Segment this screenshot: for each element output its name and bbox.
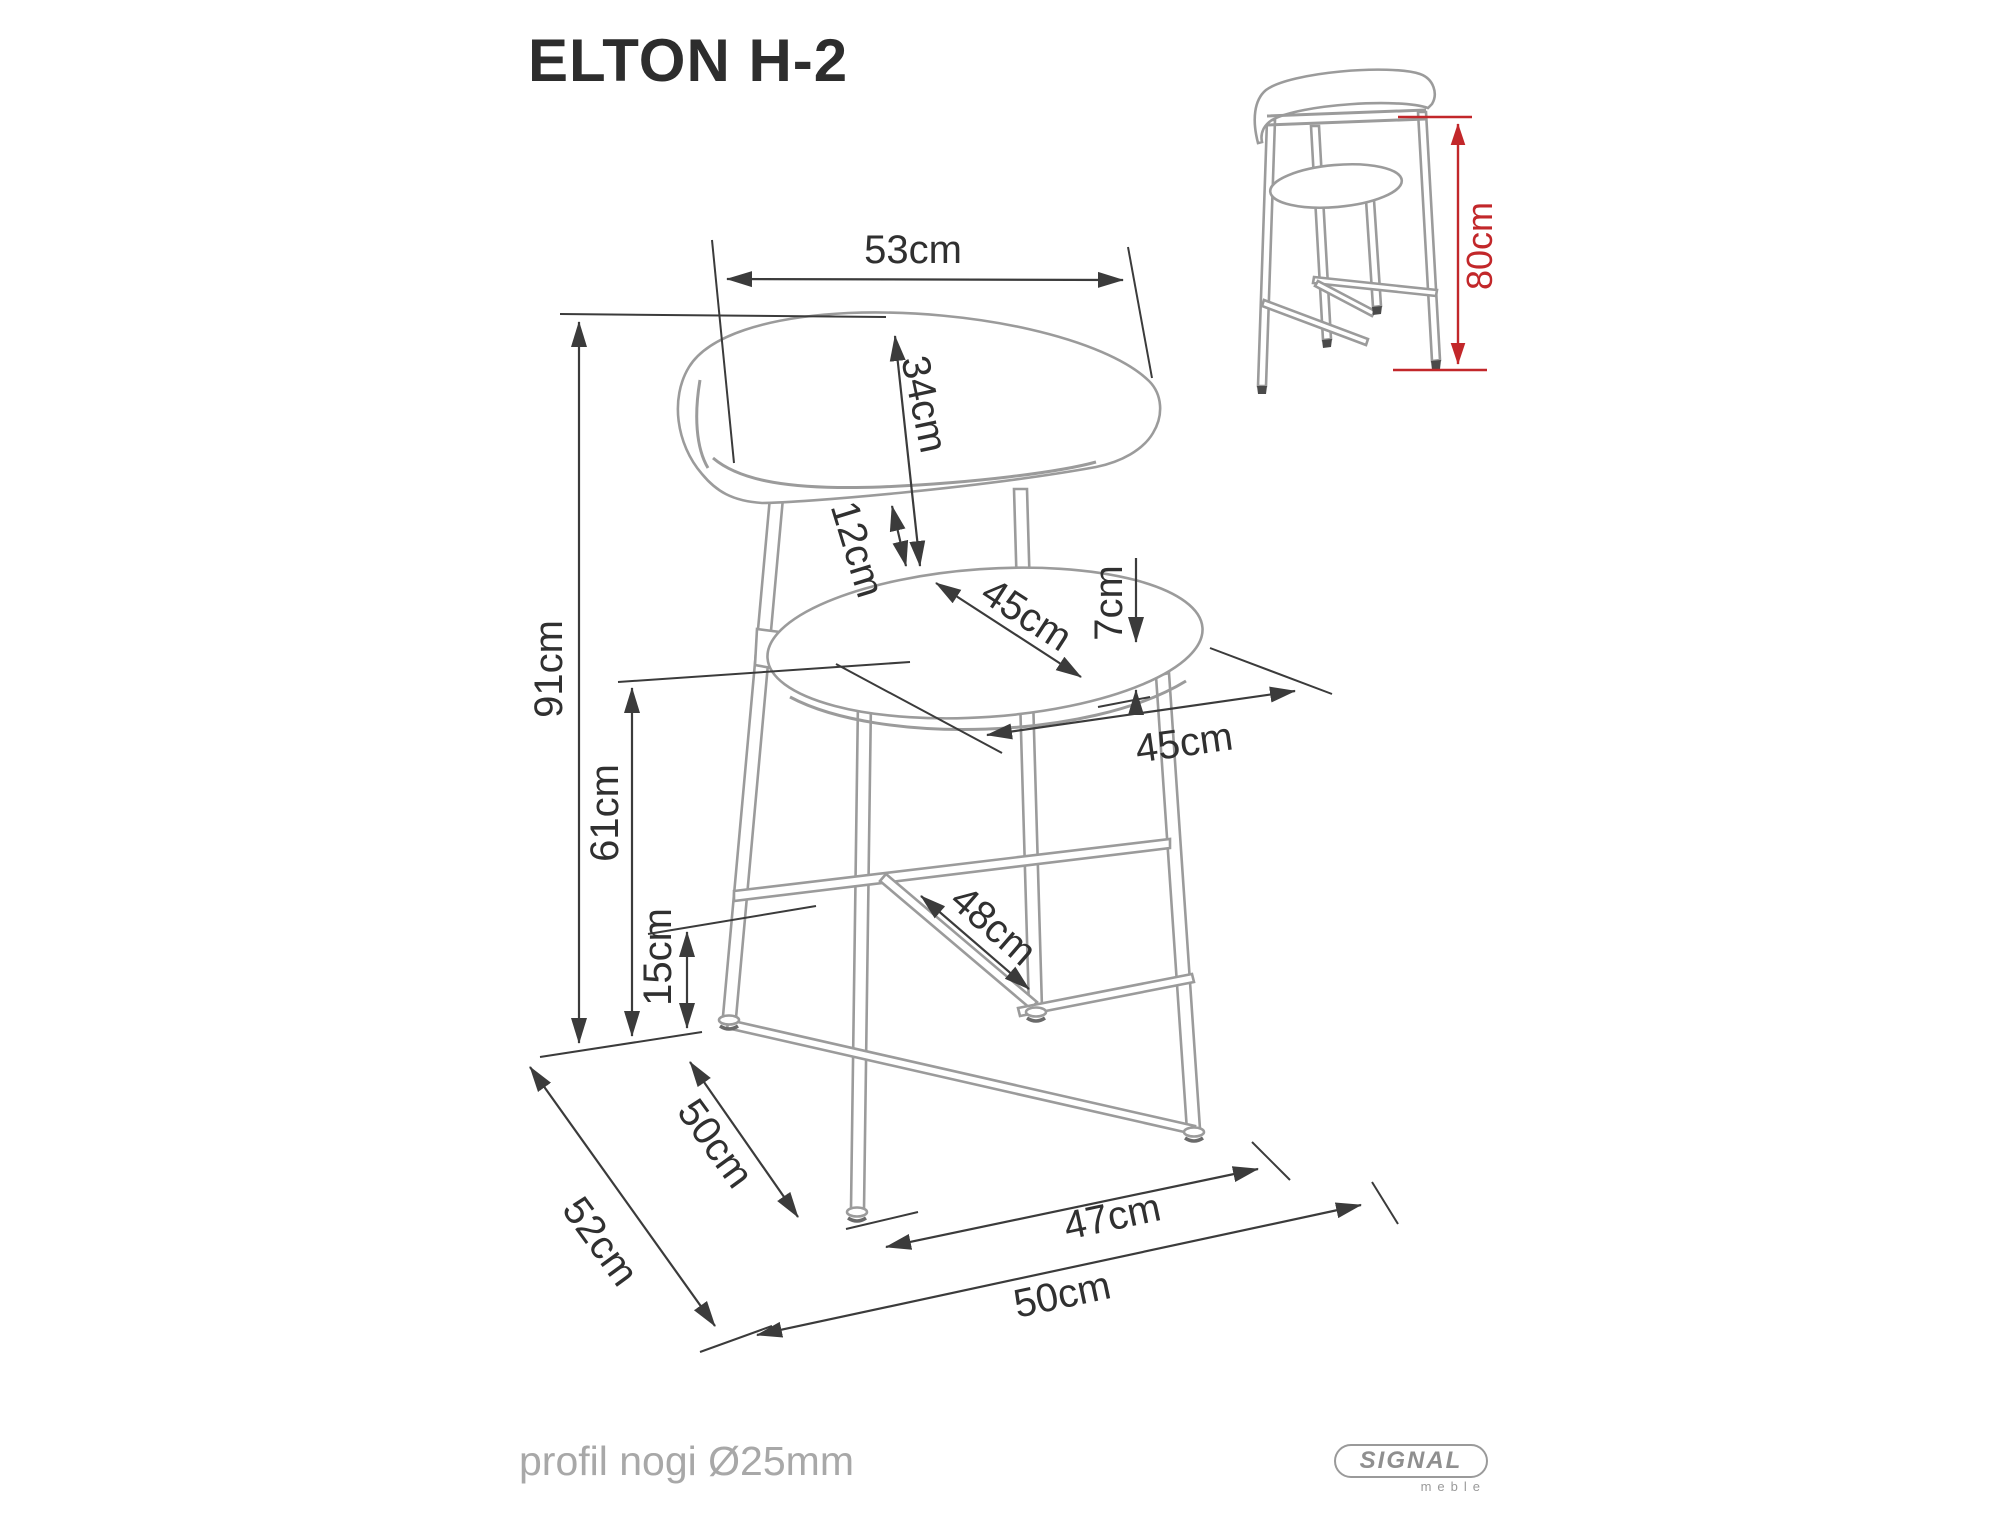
front-left-leg xyxy=(849,698,873,1212)
dimension-base-width: 50cm xyxy=(756,1202,1362,1338)
sv-back-left-leg xyxy=(1256,118,1277,388)
dimension-footrest-height: 15cm xyxy=(636,908,695,1029)
lower-cross-bar xyxy=(725,1018,1197,1136)
backrest-left-fold xyxy=(695,379,710,469)
sv-footrest-brace xyxy=(1313,279,1377,318)
dim-label-seat-height: 61cm xyxy=(583,764,627,862)
dimension-backrest-width: 53cm xyxy=(726,228,1124,288)
sv-backrest xyxy=(1253,68,1436,145)
dim-label-seat-thickness: 7cm xyxy=(1087,565,1131,641)
dim-label-base-width: 50cm xyxy=(1010,1263,1115,1326)
lower-right-bar xyxy=(1016,972,1196,1018)
dimension-seat-depth: 50cm xyxy=(669,1061,799,1218)
side-view-drawing xyxy=(1253,68,1442,394)
sv-foot-caps xyxy=(1257,306,1441,394)
dim-label-backrest-seat-gap: 12cm xyxy=(822,496,893,602)
seat xyxy=(766,566,1204,720)
dim-label-base-width-inner: 47cm xyxy=(1060,1185,1165,1248)
brand-name: SIGNAL xyxy=(1359,1447,1463,1474)
sv-front-left-leg xyxy=(1309,124,1333,342)
footrest-bar xyxy=(732,837,1172,903)
extension-lines xyxy=(539,239,1399,1353)
dim-label-backrest-width: 53cm xyxy=(864,228,962,272)
dim-label-sideview-height: 80cm xyxy=(1459,202,1500,290)
brand-tagline: meble xyxy=(1420,1479,1486,1494)
sv-back-right-leg xyxy=(1416,110,1442,363)
brand-logo: SIGNAL meble xyxy=(1334,1444,1494,1494)
dim-label-overall-depth: 52cm xyxy=(554,1189,647,1294)
dim-label-seat-width: 45cm xyxy=(1133,714,1236,771)
page-title: ELTON H-2 xyxy=(528,27,849,94)
sv-backrest-rail xyxy=(1266,108,1427,127)
dimension-base-width-inner: 47cm xyxy=(885,1166,1259,1250)
brand-logo-pill: SIGNAL xyxy=(1334,1444,1488,1478)
dimensions: 53cm 34cm 12cm 45cm 7cm 45cm xyxy=(527,228,1362,1338)
sv-seat xyxy=(1268,163,1404,209)
dimension-overall-height: 91cm xyxy=(527,321,587,1044)
sv-footrest-bar-left xyxy=(1260,298,1370,347)
back-left-leg xyxy=(721,495,785,1020)
dim-label-overall-height: 91cm xyxy=(527,620,571,718)
side-view-height-dimension: 80cm xyxy=(1393,115,1500,372)
dim-label-footrest-height: 15cm xyxy=(636,908,680,1006)
backrest-seam xyxy=(712,456,1097,490)
leg-profile-note: profil nogi Ø25mm xyxy=(519,1438,854,1484)
dimension-seat-height: 61cm xyxy=(583,687,640,1037)
sv-footrest-bar-long xyxy=(1311,275,1439,298)
